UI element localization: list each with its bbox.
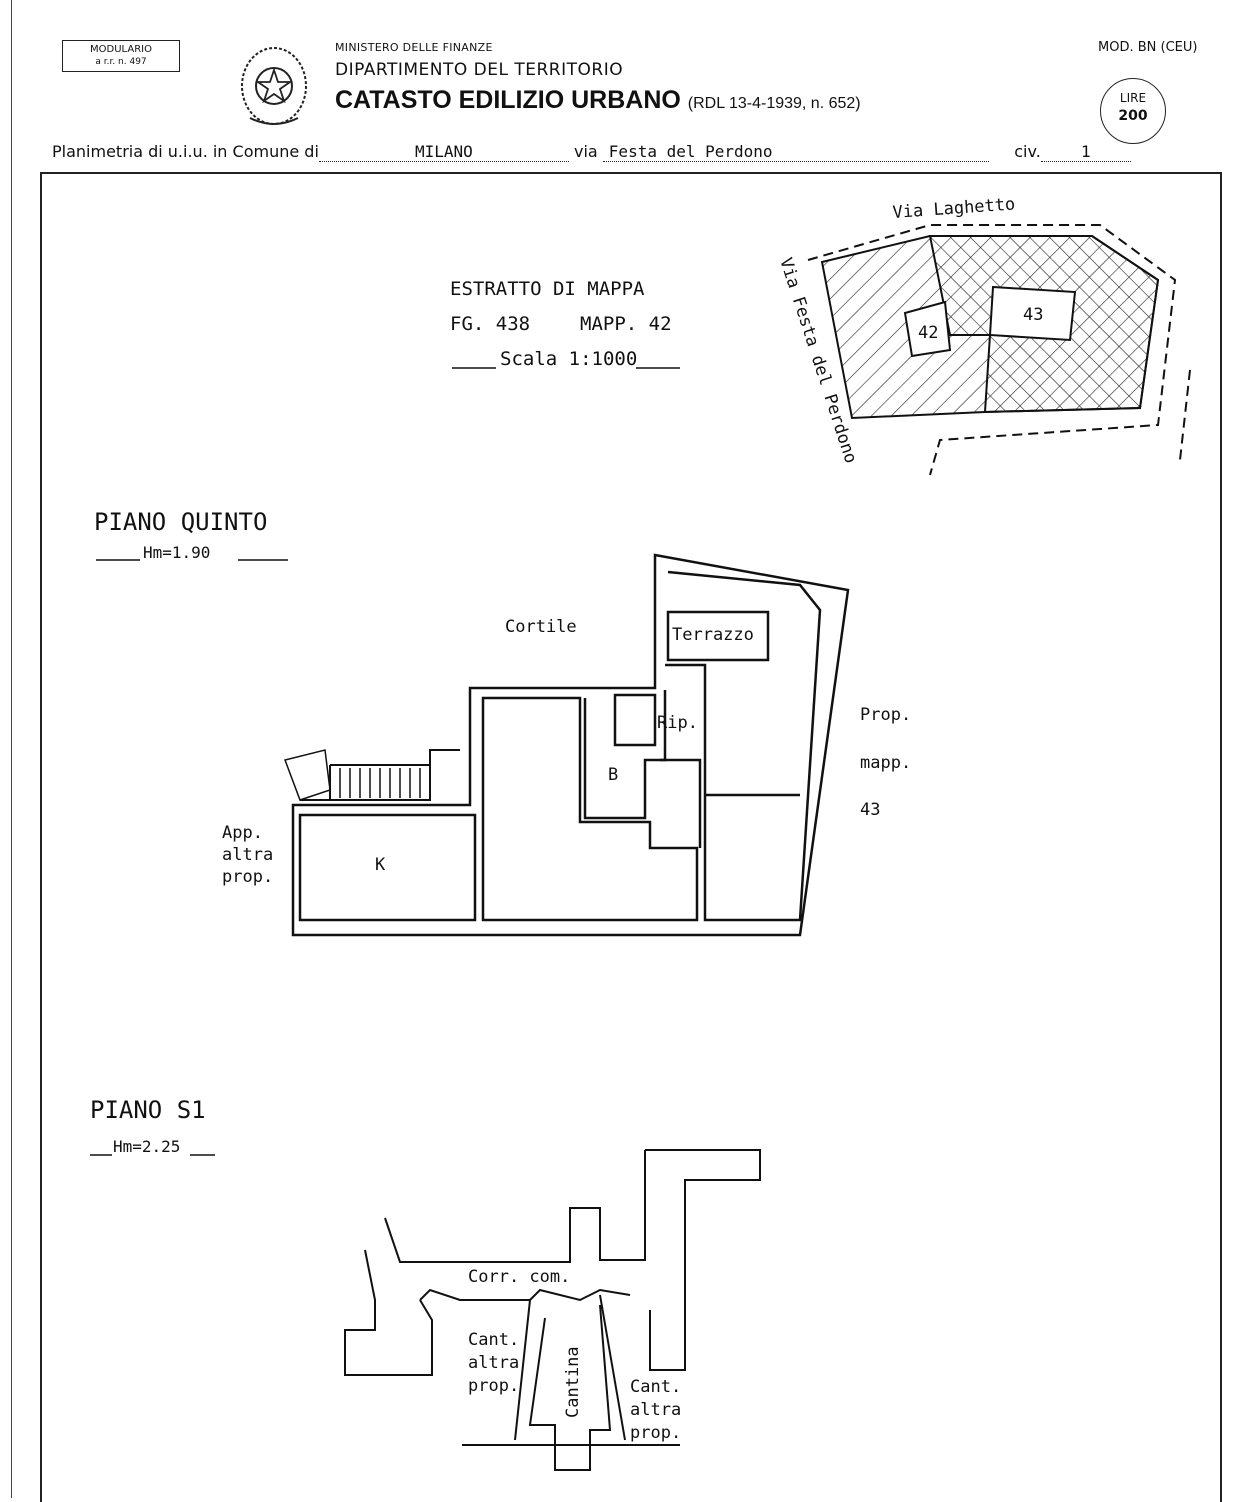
plan-line xyxy=(660,758,702,848)
label-kitchen: K xyxy=(375,855,386,875)
plan-line xyxy=(384,1150,646,1263)
label-terrazzo: Terrazzo xyxy=(672,625,754,645)
model-code: MOD. BN (CEU) xyxy=(1098,40,1198,55)
label-app-2: altra xyxy=(222,845,273,865)
floor-fifth-title: PIANO QUINTO xyxy=(94,508,267,536)
label-cortile: Cortile xyxy=(505,617,577,637)
parcel-map xyxy=(807,224,1191,476)
document-title: CATASTO EDILIZIO URBANO (RDL 13-4-1939, … xyxy=(335,86,861,115)
scan-edge-line xyxy=(11,0,12,1498)
floor-s1-title: PIANO S1 xyxy=(90,1096,206,1124)
drawing-frame xyxy=(40,172,1222,1502)
plan-line xyxy=(249,117,299,125)
plan-line xyxy=(419,1288,631,1302)
plan-line xyxy=(300,749,460,801)
label-cant-right-1: Cant. xyxy=(630,1377,681,1397)
map-title: ESTRATTO DI MAPPA xyxy=(450,278,645,300)
title-text: CATASTO EDILIZIO URBANO xyxy=(335,86,681,114)
stamp-value: 200 xyxy=(1118,108,1148,124)
map-extract-block: ESTRATTO DI MAPPA FG. 438 MAPP. 42 Scala… xyxy=(450,278,680,370)
label-app-3: prop. xyxy=(222,867,273,887)
plan-line xyxy=(666,610,770,662)
modulario-ref: a r.r. n. 497 xyxy=(95,57,147,67)
label-cantina: Cantina xyxy=(563,1346,583,1418)
modulario-box: MODULARIO a r.r. n. 497 xyxy=(62,40,180,72)
plan-line xyxy=(613,693,657,747)
map-mappale: MAPP. 42 xyxy=(580,313,672,335)
fee-stamp: LIRE 200 xyxy=(1100,78,1166,144)
stair-treads xyxy=(339,768,421,798)
ministry-name: MINISTERO DELLE FINANZE xyxy=(335,41,493,54)
plan-line xyxy=(645,1149,761,1371)
plan-line xyxy=(291,553,850,937)
label-bathroom: B xyxy=(608,765,618,785)
label-cant-left-2: altra xyxy=(468,1353,519,1373)
label-cant-left-3: prop. xyxy=(468,1376,519,1396)
basement-plan xyxy=(344,1149,761,1471)
floor-s1-height: Hm=2.25 xyxy=(113,1137,180,1156)
map-foglio: FG. 438 xyxy=(450,313,530,335)
plan-line xyxy=(344,1249,433,1376)
plan-line: Corr. com. Cant. altra prop. Cantina Can… xyxy=(468,1267,681,1443)
fifth-floor-plan xyxy=(284,553,850,937)
plan-line xyxy=(988,285,1077,342)
department-name: DIPARTIMENTO DEL TERRITORIO xyxy=(335,60,624,80)
comune-value: MILANO xyxy=(318,142,569,162)
republic-emblem-icon xyxy=(241,47,307,125)
via-label: via xyxy=(573,142,598,161)
plan-line xyxy=(903,300,952,358)
label-prop-3: 43 xyxy=(860,800,880,820)
address-prefix: Planimetria di u.i.u. in Comune di xyxy=(52,142,319,161)
plan-line xyxy=(1179,369,1191,461)
label-cant-right-3: prop. xyxy=(630,1423,681,1443)
plan-line xyxy=(241,47,307,125)
stamp-label: LIRE xyxy=(1119,91,1147,105)
label-prop-1: Prop. xyxy=(860,705,911,725)
label-prop-2: mapp. xyxy=(860,753,911,773)
parcel-43: 43 xyxy=(1023,305,1043,325)
plan-line xyxy=(807,224,1177,476)
parcel-42: 42 xyxy=(918,323,938,343)
label-ripostiglio: Rip. xyxy=(657,713,698,733)
civ-value: 1 xyxy=(1040,142,1131,162)
plan-line xyxy=(284,749,331,801)
plan-line xyxy=(255,67,293,104)
via-value: Festa del Perdono xyxy=(602,142,989,162)
floor-fifth-height: Hm=1.90 xyxy=(143,543,210,562)
map-scale: Scala 1:1000 xyxy=(500,348,637,370)
street-via-laghetto: Via Laghetto xyxy=(892,194,1016,223)
plan-line xyxy=(514,1294,626,1471)
modulario-label: MODULARIO xyxy=(90,44,152,55)
plan-line xyxy=(665,570,822,922)
label-app-1: App. xyxy=(222,823,263,843)
plan-line xyxy=(298,813,477,922)
label-cant-left-1: Cant. xyxy=(468,1330,519,1350)
plan-line xyxy=(481,696,699,922)
plan-line: Cortile Terrazzo Rip. B K App. altra pro… xyxy=(222,617,911,887)
label-cant-right-2: altra xyxy=(630,1400,681,1420)
label-corr-com: Corr. com. xyxy=(468,1267,570,1287)
law-reference: (RDL 13-4-1939, n. 652) xyxy=(687,95,861,112)
civ-label: civ. xyxy=(1014,142,1041,161)
plan-line xyxy=(583,690,667,820)
